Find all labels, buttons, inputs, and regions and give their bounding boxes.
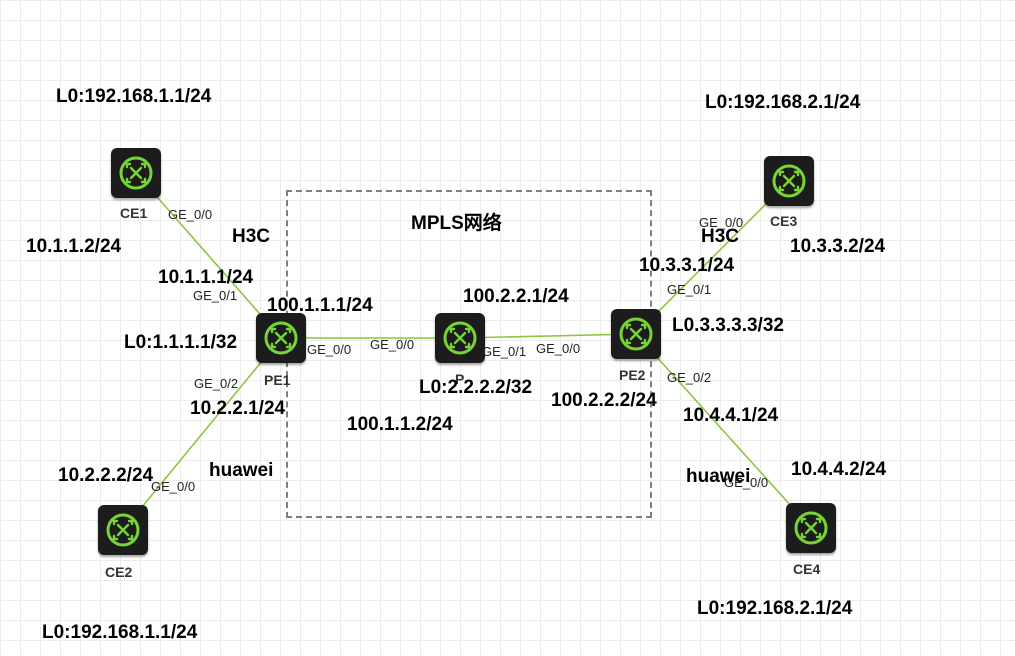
pe1-loopback-label: L0:1.1.1.1/32: [124, 332, 238, 353]
p-pe1-ip-label: 100.1.1.2/24: [347, 414, 453, 435]
vendor-label-pe1-ce1: H3C: [232, 226, 271, 247]
port-label-ce1: GE_0/0: [168, 207, 213, 222]
device-name-ce3: CE3: [770, 213, 798, 229]
pe2-ce3-ip-label: 10.3.3.1/24: [639, 255, 735, 276]
router-icon: [119, 156, 153, 190]
p-pe2-ip-label: 100.2.2.1/24: [463, 286, 569, 307]
ce2-ip-label: 10.2.2.2/24: [58, 465, 154, 486]
device-name-pe2: PE2: [619, 367, 646, 383]
port-label-p-pe2: GE_0/1: [482, 344, 527, 359]
ce4-loopback-label: L0:192.168.2.1/24: [697, 598, 853, 619]
pe1-ce2-ip-label: 10.2.2.1/24: [190, 398, 286, 419]
port-label-ce4: GE_0/0: [724, 475, 769, 490]
router-pe2[interactable]: [611, 309, 661, 359]
port-label-pe1-p: GE_0/0: [307, 342, 352, 357]
device-name-pe1: PE1: [264, 372, 291, 388]
p-loopback-label: L0:2.2.2.2/32: [419, 377, 533, 398]
port-label-ce3: GE_0/0: [699, 215, 744, 230]
link-ce1-pe1: [135, 172, 282, 339]
port-label-pe1-ce1: GE_0/1: [193, 288, 238, 303]
link-pe2-ce3: [635, 180, 790, 335]
pe2-p-ip-label: 100.2.2.2/24: [551, 390, 657, 411]
router-icon: [443, 321, 477, 355]
router-ce3[interactable]: [764, 156, 814, 206]
port-label-ce2: GE_0/0: [151, 479, 196, 494]
port-label-p-pe1: GE_0/0: [370, 337, 415, 352]
router-pe1[interactable]: [256, 313, 306, 363]
ce2-loopback-label: L0:192.168.1.1/24: [42, 622, 198, 643]
router-ce2[interactable]: [98, 505, 148, 555]
router-ce4[interactable]: [786, 503, 836, 553]
router-p[interactable]: [435, 313, 485, 363]
device-name-ce2: CE2: [105, 564, 133, 580]
router-icon: [264, 321, 298, 355]
router-ce1[interactable]: [111, 148, 161, 198]
router-icon: [794, 511, 828, 545]
link-ce2-pe1: [122, 337, 282, 531]
pe2-ce4-ip-label: 10.4.4.1/24: [683, 405, 779, 426]
ce1-ip-label: 10.1.1.2/24: [26, 236, 122, 257]
link-pe2-ce4: [635, 333, 812, 529]
vendor-label-pe1-ce2: huawei: [209, 460, 274, 481]
router-icon: [619, 317, 653, 351]
ce1-loopback-label: L0:192.168.1.1/24: [56, 86, 212, 107]
ce3-loopback-label: L0:192.168.2.1/24: [705, 92, 861, 113]
router-icon: [772, 164, 806, 198]
mpls-network-label: MPLS网络: [411, 213, 502, 234]
router-icon: [106, 513, 140, 547]
device-name-p: P: [455, 371, 465, 387]
vendor-label-pe2-ce3: H3C: [701, 226, 740, 247]
ce3-ip-label: 10.3.3.2/24: [790, 236, 886, 257]
port-label-pe2-p: GE_0/0: [536, 341, 581, 356]
port-label-pe2-ce4: GE_0/2: [667, 370, 712, 385]
port-label-pe1-ce2: GE_0/2: [194, 376, 239, 391]
pe1-p-ip-label: 100.1.1.1/24: [267, 295, 373, 316]
pe2-loopback-label: L0.3.3.3.3/32: [672, 315, 784, 336]
device-name-ce1: CE1: [120, 205, 148, 221]
link-p-pe2: [459, 333, 637, 339]
device-name-ce4: CE4: [793, 561, 821, 577]
vendor-label-pe2-ce4: huawei: [686, 466, 751, 487]
port-label-pe2-ce3: GE_0/1: [667, 282, 712, 297]
ce4-ip-label: 10.4.4.2/24: [791, 459, 887, 480]
pe1-ce1-ip-label: 10.1.1.1/24: [158, 267, 254, 288]
